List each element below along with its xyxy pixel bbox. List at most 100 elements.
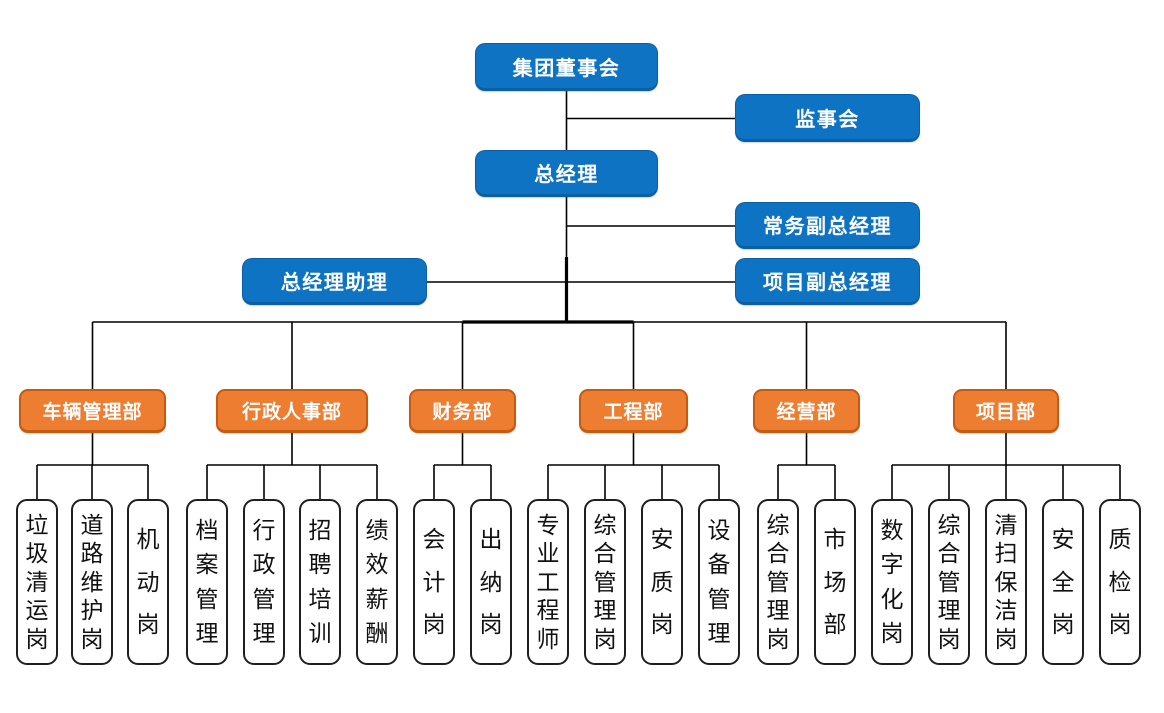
vertical-char: 安 xyxy=(650,525,674,552)
vertical-char: 管 xyxy=(937,568,961,595)
connector-group-position-buses xyxy=(37,433,1120,466)
vertical-char: 备 xyxy=(707,551,731,578)
vertical-char: 行 xyxy=(252,517,276,544)
vertical-char: 师 xyxy=(536,625,560,652)
pos-label: 设备管理 xyxy=(700,501,738,663)
dept-projects: 项目部 xyxy=(953,389,1059,433)
vertical-char: 综 xyxy=(593,511,617,538)
vertical-char: 合 xyxy=(937,540,961,566)
vertical-char: 机 xyxy=(136,525,160,552)
node-board-of-directors: 集团董事会 xyxy=(475,43,658,91)
node-label: 监事会 xyxy=(795,108,860,131)
pos-label: 安全岗 xyxy=(1044,501,1082,663)
node-label: 项目副总经理 xyxy=(763,272,892,294)
vertical-char: 清 xyxy=(994,511,1018,538)
vertical-char: 岗 xyxy=(880,619,904,646)
vertical-char: 清 xyxy=(25,568,49,595)
vertical-char: 管 xyxy=(593,568,617,595)
vertical-char: 岗 xyxy=(1051,611,1075,638)
connector-group-executives xyxy=(427,91,735,322)
vertical-char: 全 xyxy=(1051,568,1075,595)
pos-admin-management: 行政管理 xyxy=(243,499,285,665)
node-general-manager: 总经理 xyxy=(475,150,658,197)
pos-label: 招聘培训 xyxy=(301,501,339,663)
dept-label: 项目部 xyxy=(975,402,1036,423)
dept-label: 车辆管理部 xyxy=(42,402,143,423)
connector-group-position-drops xyxy=(36,465,1121,499)
pos-label: 综合管理岗 xyxy=(930,501,968,663)
pos-label: 道路维护岗 xyxy=(73,501,111,663)
dept-label: 行政人事部 xyxy=(241,402,342,423)
vertical-char: 市 xyxy=(823,525,847,552)
dept-engineering: 工程部 xyxy=(579,389,688,433)
vertical-char: 洁 xyxy=(994,597,1018,623)
vertical-char: 招 xyxy=(308,517,332,544)
vertical-char: 圾 xyxy=(25,540,49,566)
pos-cashier: 出纳岗 xyxy=(470,499,512,665)
vertical-char: 酬 xyxy=(365,619,389,646)
vertical-char: 场 xyxy=(823,568,847,595)
vertical-char: 业 xyxy=(536,540,560,566)
pos-market-department: 市场部 xyxy=(814,499,856,665)
vertical-char: 理 xyxy=(766,597,790,623)
node-label: 常务副总经理 xyxy=(763,216,892,238)
vertical-char: 质 xyxy=(1108,525,1132,552)
vertical-char: 管 xyxy=(766,568,790,595)
dept-finance: 财务部 xyxy=(409,389,516,433)
vertical-char: 培 xyxy=(308,585,332,612)
vertical-char: 动 xyxy=(136,568,160,595)
pos-label: 行政管理 xyxy=(245,501,283,663)
pos-equipment-management: 设备管理 xyxy=(698,499,740,665)
vertical-char: 岗 xyxy=(766,625,790,652)
vertical-char: 薪 xyxy=(365,585,389,612)
pos-digitalization: 数字化岗 xyxy=(871,499,913,665)
vertical-char: 政 xyxy=(252,551,276,578)
vertical-char: 岗 xyxy=(80,625,104,652)
dept-label: 工程部 xyxy=(603,402,664,423)
node-label: 集团董事会 xyxy=(512,57,621,80)
pos-general-management-projects: 综合管理岗 xyxy=(928,499,970,665)
vertical-char: 训 xyxy=(308,619,332,646)
vertical-char: 路 xyxy=(80,540,104,566)
pos-label: 安质岗 xyxy=(643,501,681,663)
pos-label: 综合管理岗 xyxy=(759,501,797,663)
pos-label: 绩效薪酬 xyxy=(358,501,396,663)
vertical-char: 设 xyxy=(707,517,731,544)
vertical-char: 纳 xyxy=(479,568,503,595)
pos-label: 专业工程师 xyxy=(529,501,567,663)
vertical-char: 工 xyxy=(536,568,560,595)
vertical-char: 岗 xyxy=(136,611,160,638)
pos-general-management-operations: 综合管理岗 xyxy=(757,499,799,665)
pos-road-maintenance: 道路维护岗 xyxy=(71,499,113,665)
vertical-char: 维 xyxy=(80,568,104,595)
vertical-char: 管 xyxy=(195,585,219,612)
vertical-char: 字 xyxy=(880,551,904,578)
vertical-char: 理 xyxy=(937,597,961,623)
vertical-char: 岗 xyxy=(937,625,961,652)
vertical-char: 合 xyxy=(766,540,790,566)
vertical-char: 保 xyxy=(994,568,1018,595)
pos-recruitment-training: 招聘培训 xyxy=(299,499,341,665)
pos-label: 机动岗 xyxy=(129,501,167,663)
pos-sweeping-cleaning: 清扫保洁岗 xyxy=(985,499,1027,665)
vertical-char: 岗 xyxy=(422,611,446,638)
vertical-char: 出 xyxy=(479,525,503,552)
vertical-char: 安 xyxy=(1051,525,1075,552)
dept-vehicle-management: 车辆管理部 xyxy=(19,389,166,433)
vertical-char: 化 xyxy=(880,585,904,612)
vertical-char: 会 xyxy=(422,525,446,552)
vertical-char: 岗 xyxy=(593,625,617,652)
vertical-char: 管 xyxy=(252,585,276,612)
pos-label: 清扫保洁岗 xyxy=(987,501,1025,663)
pos-professional-engineer: 专业工程师 xyxy=(527,499,569,665)
pos-quality-inspection: 质检岗 xyxy=(1099,499,1141,665)
vertical-char: 绩 xyxy=(365,517,389,544)
pos-label: 数字化岗 xyxy=(873,501,911,663)
dept-label: 财务部 xyxy=(432,402,493,423)
vertical-char: 垃 xyxy=(25,511,49,538)
node-supervisory-board: 监事会 xyxy=(735,94,920,142)
pos-mobile-duty: 机动岗 xyxy=(127,499,169,665)
vertical-char: 扫 xyxy=(994,540,1018,566)
